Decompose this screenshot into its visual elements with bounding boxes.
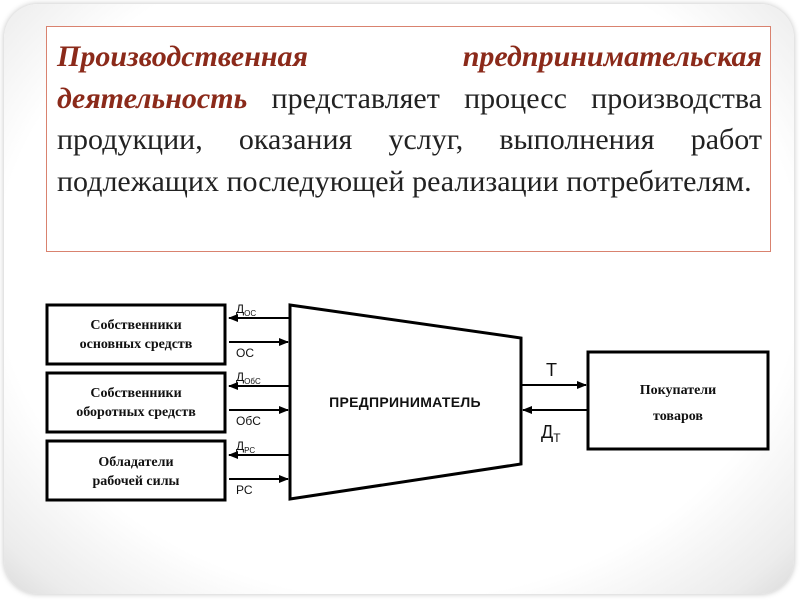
box-goods-buyers-line1: Покупатели <box>640 383 716 398</box>
box-fixed-assets-owners-line2: основных средств <box>80 337 193 352</box>
box-labor-holders-line2: рабочей силы <box>93 474 180 489</box>
box-goods-buyers: Покупатели товаров <box>586 350 770 451</box>
entrepreneur-block: ПРЕДПРИНИМАТЕЛЬ <box>288 303 523 501</box>
definition-term: Производственная предпринимательская дея… <box>57 40 762 115</box>
entrepreneur-label: ПРЕДПРИНИМАТЕЛЬ <box>329 394 481 410</box>
label-income-labor: ДРС <box>236 439 255 455</box>
box-fixed-assets-owners-line1: Собственники <box>90 318 181 333</box>
label-goods: Т <box>546 360 557 380</box>
box-labor-holders: Обладатели рабочей силы <box>45 439 227 502</box>
definition-box: Производственная предпринимательская дея… <box>46 26 771 252</box>
definition-body: представляет процесс производства продук… <box>57 81 762 198</box>
label-income-goods: ДТ <box>541 422 561 445</box>
box-working-capital-owners: Собственники оборотных средств <box>45 371 227 434</box>
box-goods-buyers-line2: товаров <box>653 409 703 424</box>
label-income-fixed-assets: ДОС <box>236 302 256 318</box>
box-labor-holders-line1: Обладатели <box>98 455 173 470</box>
label-working-capital: ОбС <box>236 414 261 428</box>
definition-paragraph: Производственная предпринимательская дея… <box>57 36 762 202</box>
box-working-capital-owners-line1: Собственники <box>90 386 181 401</box>
label-income-working-capital: ДОбС <box>236 370 261 386</box>
box-fixed-assets-owners: Собственники основных средств <box>45 303 227 366</box>
box-working-capital-owners-line2: оборотных средств <box>76 405 196 420</box>
label-fixed-assets: ОС <box>236 346 254 360</box>
label-labor: РС <box>236 483 253 497</box>
